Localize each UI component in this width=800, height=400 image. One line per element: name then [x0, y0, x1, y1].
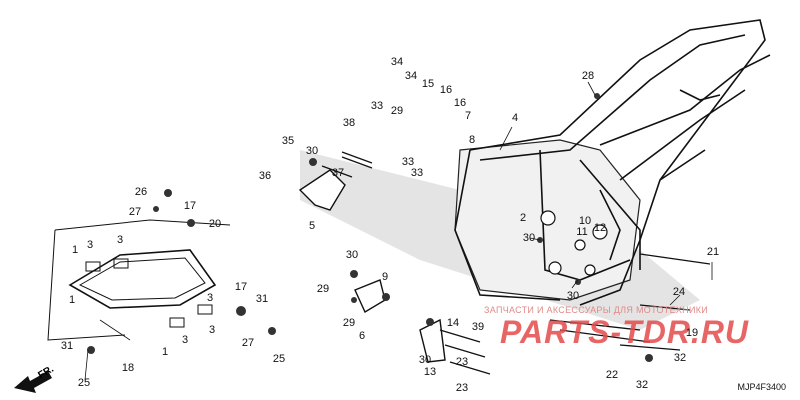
main-frame — [454, 19, 771, 306]
part-callout: 3 — [208, 324, 216, 336]
part-callout: 39 — [471, 321, 485, 333]
part-callout: 34 — [390, 56, 404, 68]
part-callout: 3 — [181, 334, 189, 346]
part-callout: 29 — [390, 105, 404, 117]
mount-bosses — [540, 210, 608, 276]
part-callout: 38 — [342, 117, 356, 129]
skid-plate-group-box — [47, 229, 126, 341]
part-callout: 1 — [68, 294, 76, 306]
part-callout: 31 — [60, 340, 74, 352]
part-callout: 23 — [455, 356, 469, 368]
part-callout: 33 — [370, 100, 384, 112]
part-callout: 13 — [423, 366, 437, 378]
part-callout: 34 — [404, 70, 418, 82]
part-callout: 30 — [418, 354, 432, 366]
part-callout: 30 — [345, 249, 359, 261]
side-brackets — [298, 169, 446, 363]
part-callout: 2 — [519, 212, 527, 224]
part-callout: 16 — [439, 84, 453, 96]
part-callout: 26 — [134, 186, 148, 198]
part-callout: 14 — [446, 317, 460, 329]
part-callout: 25 — [77, 377, 91, 389]
skid-plate — [68, 249, 217, 328]
part-callout: 20 — [208, 218, 222, 230]
part-callout: 5 — [308, 220, 316, 232]
part-callout: 32 — [673, 352, 687, 364]
part-callout: 37 — [331, 167, 345, 179]
part-callout: 6 — [358, 330, 366, 342]
part-callout: 4 — [511, 112, 519, 124]
part-callout: 25 — [272, 353, 286, 365]
part-callout: 33 — [410, 167, 424, 179]
part-callout: 30 — [305, 145, 319, 157]
part-callout: 29 — [316, 283, 330, 295]
part-callout: 18 — [121, 362, 135, 374]
part-callout: 10 — [578, 215, 592, 227]
part-callout: 35 — [281, 135, 295, 147]
part-callout: 33 — [401, 156, 415, 168]
part-callout: 36 — [258, 170, 272, 182]
part-callout: 21 — [706, 246, 720, 258]
part-callout: 11 — [576, 226, 588, 238]
part-callout: 1 — [71, 244, 79, 256]
bolts — [321, 151, 711, 375]
part-callout: 29 — [342, 317, 356, 329]
part-callout: 12 — [593, 222, 607, 234]
part-callout: 17 — [183, 200, 197, 212]
part-callout: 30 — [566, 290, 580, 302]
part-callout: 24 — [672, 286, 686, 298]
part-callout: 7 — [464, 110, 472, 122]
part-callout: 15 — [421, 78, 435, 90]
diagram-code: MJP4F3400 — [737, 382, 786, 392]
part-callout: 27 — [128, 206, 142, 218]
part-callout: 28 — [581, 70, 595, 82]
part-callout: 19 — [685, 327, 699, 339]
part-callout: 30 — [522, 232, 536, 244]
part-callout: 3 — [206, 292, 214, 304]
part-callout: 22 — [605, 369, 619, 381]
part-callout: 1 — [161, 346, 169, 358]
part-callout: 32 — [635, 379, 649, 391]
part-callout: 31 — [255, 293, 269, 305]
part-callout: 3 — [86, 239, 94, 251]
part-callout: 9 — [381, 271, 389, 283]
part-callout: 27 — [241, 337, 255, 349]
part-callout: 16 — [453, 97, 467, 109]
watermark-tagline: ЗАПЧАСТИ И АКСЕССУАРЫ ДЛЯ МОТОТЕХНИКИ — [484, 305, 709, 315]
part-callout: 3 — [116, 234, 124, 246]
part-callout: 23 — [455, 382, 469, 394]
watermark-site: PARTS-TDR.RU — [500, 314, 750, 350]
leader-lines — [84, 81, 713, 381]
fr-arrow-icon — [14, 371, 52, 393]
part-callout: 8 — [468, 134, 476, 146]
part-callout: 17 — [234, 281, 248, 293]
